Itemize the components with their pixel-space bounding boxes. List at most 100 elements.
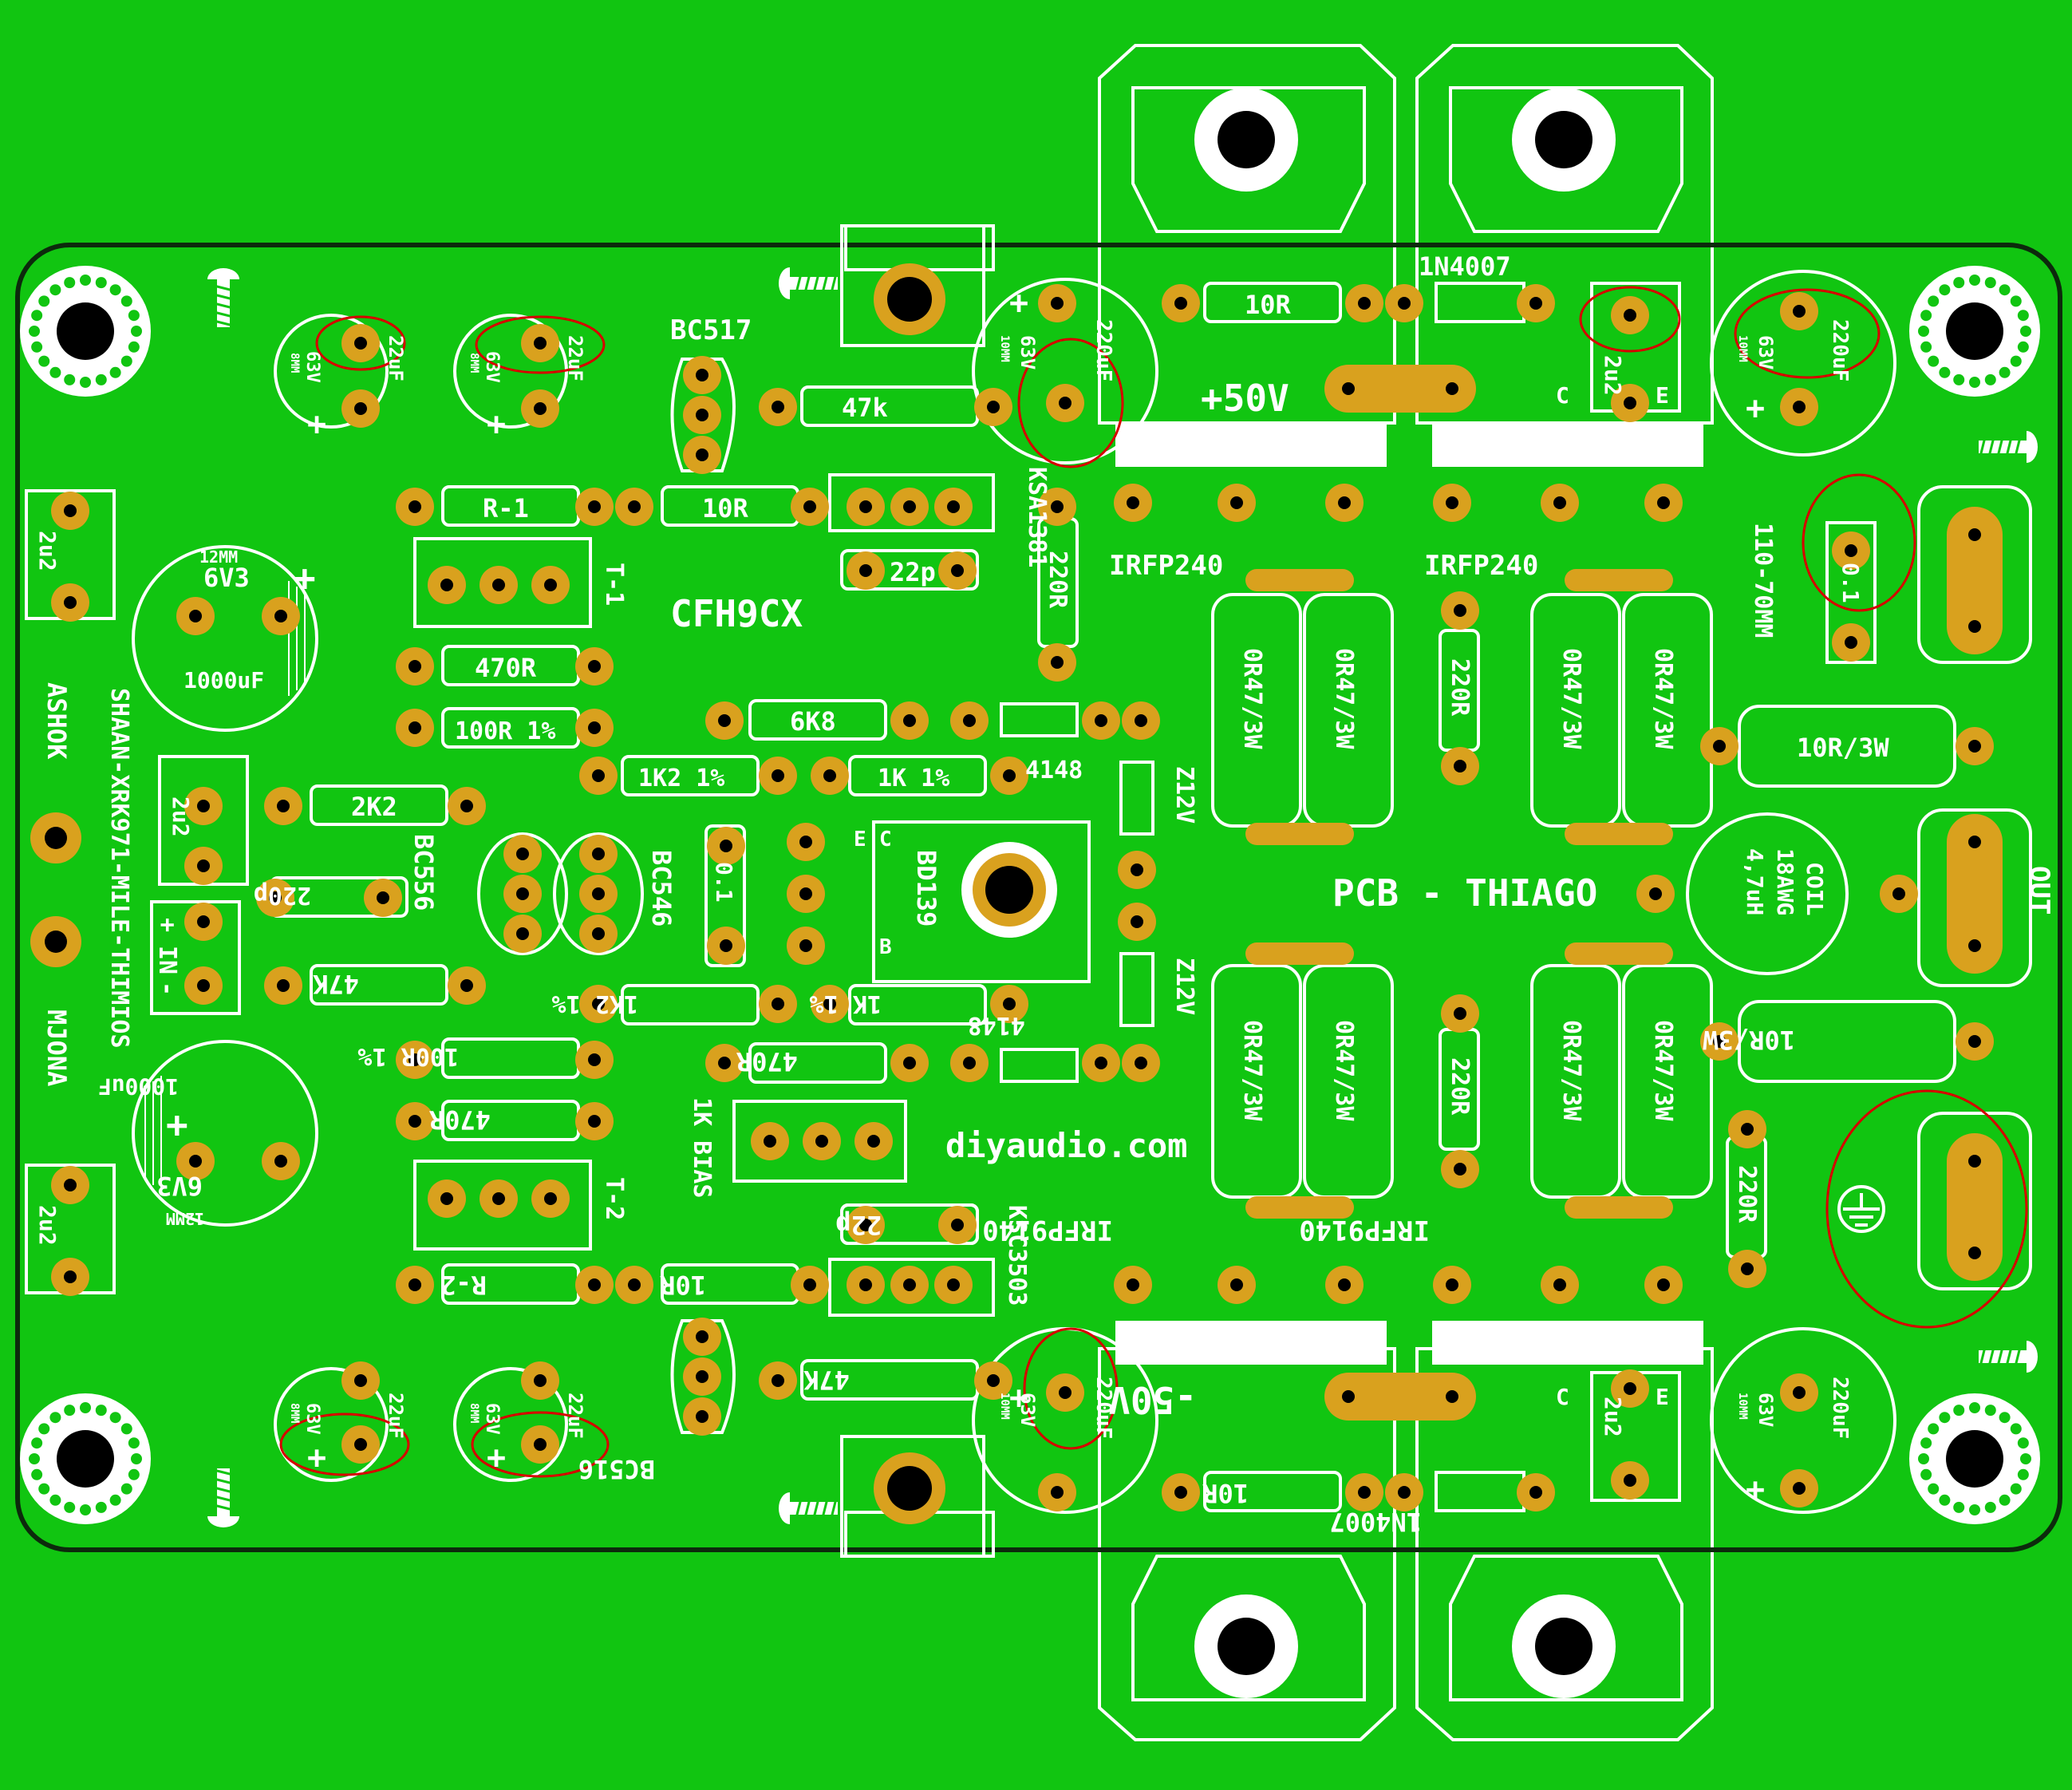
label-bd139-c: C (879, 828, 892, 852)
label-2k2: 2K2 (351, 792, 397, 822)
label-10r3w-bot: 10R/3W (1703, 1025, 1795, 1055)
label-bc516: BC516 (578, 1454, 655, 1484)
screw-icon (1979, 1341, 2038, 1373)
label-63v-1: 63V (302, 351, 322, 383)
board-outline (15, 243, 2062, 1552)
label-irfp9140-right: IRFP9140 (1299, 1214, 1430, 1246)
label-22p-bot: 22p (835, 1210, 882, 1240)
label-22uf-4: 22uF (564, 1393, 586, 1439)
label-63v-6: 63V (1754, 335, 1777, 369)
label-irfp240-right: IRFP240 (1424, 550, 1538, 582)
label-2u2-left-top: 2u2 (34, 531, 61, 571)
label-8mm-1: 8MM (288, 353, 301, 373)
label-bd139: BD139 (911, 850, 941, 927)
label-r1: R-1 (483, 493, 529, 524)
label-6k8: 6K8 (790, 706, 836, 737)
label-220r-b: 220R (1446, 658, 1474, 717)
label-220r-d: 220R (1733, 1165, 1761, 1223)
ground-symbol-icon (1837, 1185, 1885, 1233)
label-plus-22-3: + (307, 1440, 326, 1476)
label-coil-3: 4,7uH (1742, 848, 1768, 915)
label-220uf-2: 220uF (1828, 319, 1852, 381)
label-110-70mm: 110-70MM (1749, 523, 1777, 638)
label-220r-c: 220R (1446, 1057, 1474, 1116)
label-63v-3: 63V (302, 1403, 322, 1435)
label-in-plus: + (153, 918, 181, 932)
label-1k2-bot: 1K2 1% (552, 990, 638, 1017)
mounting-hole (1909, 266, 2040, 397)
label-credit: SHAAN-XRK971-MILE-THIMIOS (105, 688, 133, 1049)
label-220uf-4: 220uF (1828, 1377, 1852, 1439)
label-mjona: MJONA (41, 1010, 72, 1086)
label-z12v-bot: Z12V (1170, 958, 1198, 1015)
label-470r-mid: 470R (736, 1046, 798, 1077)
label-63v-4: 63V (482, 1403, 502, 1435)
label-1n4007-top: 1N4007 (1419, 251, 1511, 282)
label-2u2-left-bot: 2u2 (34, 1205, 61, 1246)
label-1000uf-top: 1000uF (184, 667, 264, 693)
label-0r47-3: 0R47/3W (1557, 648, 1585, 749)
label-8mm-2: 8MM (468, 353, 480, 373)
silkscreen-labels: BC517 KSA1381 KSC3503 CFH9CX PCB - THIAG… (34, 251, 2055, 1537)
label-1k-top: 1K 1% (878, 765, 949, 792)
label-z12v-top: Z12V (1170, 766, 1198, 824)
label-2u2-mid: 2u2 (168, 796, 194, 837)
label-bd139-b: B (879, 935, 892, 959)
label-22p-top: 22p (890, 557, 936, 587)
label-2u2-right-top: 2u2 (1600, 355, 1626, 396)
label-220uf-1: 220uF (1091, 319, 1115, 381)
label-cfh9cx: CFH9CX (670, 592, 803, 635)
screw-icons (207, 267, 2038, 1527)
label-r2: R-2 (440, 1270, 487, 1300)
label-10mm-4: 10MM (1736, 1393, 1749, 1420)
label-bc517: BC517 (670, 314, 752, 346)
label-plus-22-1: + (307, 406, 326, 443)
label-22uf-1: 22uF (385, 335, 407, 381)
label-ksa1381: KSA1381 (1023, 467, 1051, 567)
label-0r47-1: 0R47/3W (1238, 648, 1266, 749)
label-in: IN (153, 946, 181, 974)
label-47k-top: 47k (842, 393, 888, 423)
label-c-top: C (1556, 382, 1569, 409)
label-plus-1000-top: + (294, 556, 316, 599)
label-0r47-5: 0R47/3W (1238, 1020, 1266, 1121)
label-c-bot: C (1556, 1384, 1569, 1410)
solder-pads (51, 263, 1994, 1524)
heatsink-holes (1194, 88, 1616, 1698)
label-plus-220-3: + (1009, 1380, 1028, 1417)
label-t1: T-1 (600, 563, 628, 606)
label-10mm-2: 10MM (1736, 335, 1749, 362)
label-pcb-thiago: PCB - THIAGO (1332, 871, 1597, 915)
label-1n4007-bot: 1N4007 (1329, 1507, 1422, 1537)
label-10mm-3: 10MM (998, 1393, 1011, 1420)
label-1000uf-bot: 1000uF (98, 1073, 179, 1100)
label-ksc3503: KSC3503 (1003, 1205, 1031, 1306)
label-coil-1: COIL (1802, 862, 1828, 915)
label-in-minus: - (153, 982, 181, 996)
screw-icon (1979, 431, 2038, 463)
label-470r-top: 470R (475, 653, 537, 683)
electrolytic-caps (132, 270, 1896, 1514)
label-10r-bot: 10R (659, 1270, 706, 1300)
label-minus50v: -50V (1108, 1378, 1197, 1421)
label-e-bot: E (1656, 1384, 1669, 1410)
label-10mm-1: 10MM (998, 335, 1011, 362)
label-1k2-top: 1K2 1% (638, 765, 724, 792)
mounting-holes (20, 266, 2040, 1524)
label-e-top: E (1656, 382, 1669, 409)
label-irfp9140-left: IRFP9140 (982, 1214, 1113, 1246)
label-8mm-3: 8MM (288, 1403, 301, 1423)
label-bd139-e: E (854, 828, 866, 852)
power-transistor-bodies (844, 224, 1703, 1558)
label-out: OUT (2023, 866, 2055, 915)
label-220uf-3: 220uF (1091, 1377, 1115, 1439)
label-10r-botright: 10R (1202, 1478, 1249, 1508)
label-plus50v: +50V (1201, 377, 1289, 420)
label-0r47-2: 0R47/3W (1330, 648, 1358, 749)
label-63v-5: 63V (1016, 335, 1039, 369)
label-bc546: BC546 (646, 850, 677, 927)
label-6v3-top: 6V3 (203, 563, 250, 593)
label-bc556: BC556 (408, 834, 439, 911)
label-plus-220-2: + (1746, 390, 1765, 427)
